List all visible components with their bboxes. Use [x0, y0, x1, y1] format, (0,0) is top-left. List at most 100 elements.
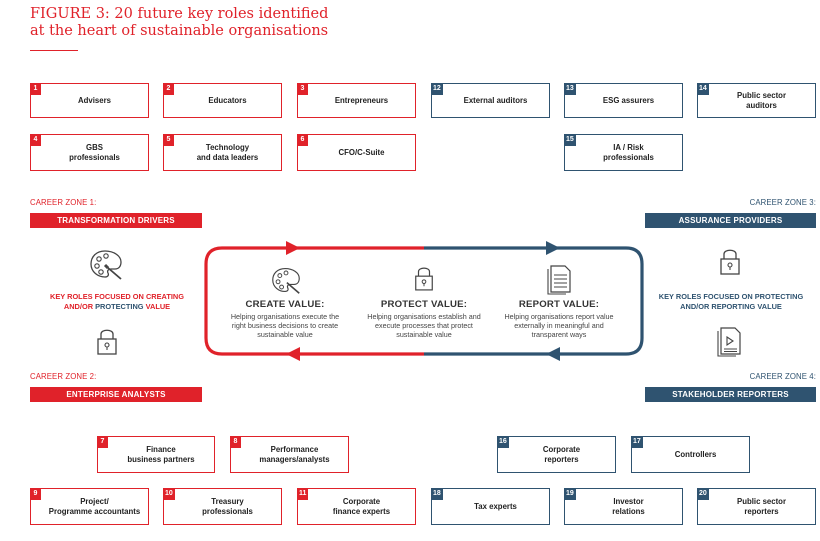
- right-focus-protecting: PROTECTING: [754, 292, 804, 301]
- role-number: 7: [97, 436, 108, 448]
- role-esg-assurers: 13 ESG assurers: [564, 83, 683, 118]
- role-label: Finance business partners: [127, 445, 195, 464]
- zone-3-label: CAREER ZONE 3:: [749, 198, 816, 207]
- role-label: Controllers: [674, 449, 717, 459]
- padlock-icon: [415, 267, 433, 291]
- role-label: Project/ Programme accountants: [48, 497, 141, 516]
- palette-icon: [90, 250, 122, 280]
- role-number: 1: [30, 83, 41, 95]
- role-label: Public sector reporters: [737, 497, 786, 516]
- role-finance-business-partners: 7 Finance business partners: [97, 436, 215, 473]
- zone-1-bar: TRANSFORMATION DRIVERS: [30, 213, 202, 228]
- create-value-desc: Helping organisations execute the right …: [230, 312, 340, 340]
- title-rule: [30, 50, 78, 51]
- zone-1-label: CAREER ZONE 1:: [30, 198, 97, 207]
- create-value-title: CREATE VALUE:: [245, 299, 325, 310]
- role-cfo-c-suite: 6 CFO/C-Suite: [297, 134, 416, 171]
- arrow-head-right: [286, 241, 300, 255]
- arrow-head-right: [546, 241, 560, 255]
- padlock-icon: [97, 329, 117, 355]
- role-number: 4: [30, 134, 41, 146]
- figure-title: FIGURE 3: 20 future key roles identified…: [30, 6, 328, 40]
- right-focus-reporting: REPORTING: [711, 302, 756, 311]
- zone-2-label: CAREER ZONE 2:: [30, 372, 97, 381]
- role-number: 14: [697, 83, 709, 95]
- role-number: 6: [297, 134, 308, 146]
- create-value-block: CREATE VALUE: Helping organisations exec…: [226, 299, 344, 340]
- palette-icon: [272, 267, 300, 294]
- figure-title-line2: at the heart of sustainable organisation…: [30, 23, 329, 39]
- figure-title-line1: FIGURE 3: 20 future key roles identified: [30, 6, 329, 22]
- zone-3-bar: ASSURANCE PROVIDERS: [645, 213, 816, 228]
- left-focus-value: VALUE: [143, 302, 171, 311]
- role-tax-experts: 18 Tax experts: [431, 488, 550, 525]
- role-performance-managers: 8 Performance managers/analysts: [230, 436, 349, 473]
- zone-4-label: CAREER ZONE 4:: [749, 372, 816, 381]
- role-number: 8: [230, 436, 241, 448]
- role-label: Treasury professionals: [202, 497, 253, 516]
- role-number: 12: [431, 83, 443, 95]
- left-focus-creating: CREATING: [145, 292, 184, 301]
- padlock-icon: [720, 249, 740, 275]
- role-number: 18: [431, 488, 443, 500]
- role-label: Corporate finance experts: [332, 497, 391, 516]
- role-entrepreneurs: 3 Entrepreneurs: [297, 83, 416, 118]
- role-number: 13: [564, 83, 576, 95]
- role-label: IA / Risk professionals: [603, 143, 654, 162]
- right-focus-text: KEY ROLES FOCUSED ON PROTECTING AND/OR R…: [656, 292, 806, 312]
- role-number: 3: [297, 83, 308, 95]
- right-focus-and-or: AND/OR: [680, 302, 712, 311]
- role-number: 5: [163, 134, 174, 146]
- role-controllers: 17 Controllers: [631, 436, 750, 473]
- role-investor-relations: 19 Investor relations: [564, 488, 683, 525]
- arrow-head-left: [286, 347, 300, 361]
- left-focus-prefix: KEY ROLES FOCUSED ON: [49, 292, 146, 301]
- role-gbs-professionals: 4 GBS professionals: [30, 134, 149, 171]
- role-number: 15: [564, 134, 576, 146]
- role-number: 17: [631, 436, 643, 448]
- left-focus-and-or: AND/OR: [63, 302, 96, 311]
- role-label: Educators: [208, 95, 247, 105]
- role-label: ESG assurers: [602, 95, 655, 105]
- zone-2-bar: ENTERPRISE ANALYSTS: [30, 387, 202, 402]
- role-label: Performance managers/analysts: [259, 445, 330, 464]
- role-number: 10: [163, 488, 175, 500]
- role-advisers: 1 Advisers: [30, 83, 149, 118]
- report-value-title: REPORT VALUE:: [518, 299, 600, 310]
- role-number: 2: [163, 83, 174, 95]
- role-label: GBS professionals: [69, 143, 120, 162]
- report-value-desc: Helping organisations report value exter…: [504, 312, 614, 340]
- value-cycle-loop: [204, 241, 644, 361]
- zone-4-bar: STAKEHOLDER REPORTERS: [645, 387, 816, 402]
- role-public-sector-auditors: 14 Public sector auditors: [697, 83, 816, 118]
- role-label: Advisers: [78, 95, 111, 105]
- role-external-auditors: 12 External auditors: [431, 83, 550, 118]
- role-number: 20: [697, 488, 709, 500]
- role-label: Corporate reporters: [542, 445, 581, 464]
- left-focus-protecting: PROTECTING: [95, 302, 144, 311]
- role-public-sector-reporters: 20 Public sector reporters: [697, 488, 816, 525]
- document-icon: [717, 327, 741, 357]
- document-icon: [547, 265, 571, 295]
- role-label: Technology and data leaders: [196, 143, 259, 162]
- role-label: External auditors: [463, 95, 528, 105]
- arrow-head-left: [546, 347, 560, 361]
- right-focus-value: VALUE: [755, 302, 782, 311]
- protect-value-title: PROTECT VALUE:: [380, 299, 468, 310]
- right-focus-prefix: KEY ROLES FOCUSED ON: [658, 292, 755, 301]
- role-label: CFO/C-Suite: [338, 147, 385, 157]
- role-ia-risk-professionals: 15 IA / Risk professionals: [564, 134, 683, 171]
- role-label: Investor relations: [612, 497, 645, 516]
- role-number: 19: [564, 488, 576, 500]
- role-number: 11: [297, 488, 309, 500]
- role-corporate-reporters: 16 Corporate reporters: [497, 436, 616, 473]
- protect-value-desc: Helping organisations establish and exec…: [367, 312, 481, 340]
- role-technology-data-leaders: 5 Technology and data leaders: [163, 134, 282, 171]
- role-treasury-professionals: 10 Treasury professionals: [163, 488, 282, 525]
- role-number: 16: [497, 436, 509, 448]
- protect-value-block: PROTECT VALUE: Helping organisations est…: [365, 299, 483, 340]
- role-number: 9: [30, 488, 41, 500]
- role-corporate-finance-experts: 11 Corporate finance experts: [297, 488, 416, 525]
- report-value-block: REPORT VALUE: Helping organisations repo…: [500, 299, 618, 340]
- role-educators: 2 Educators: [163, 83, 282, 118]
